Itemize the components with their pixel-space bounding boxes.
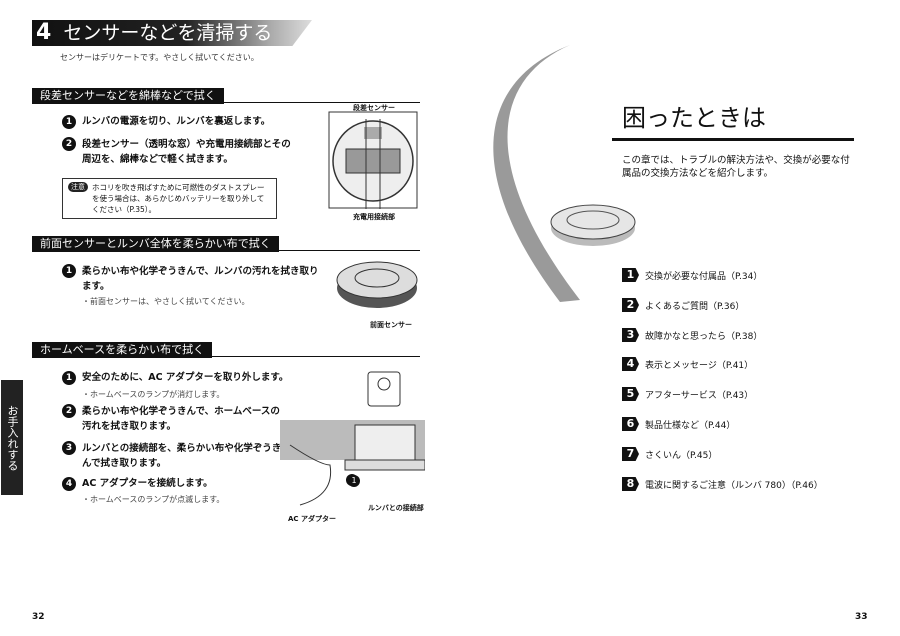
step-number: 3: [62, 441, 76, 455]
step-number: 2: [62, 404, 76, 418]
toc-item[interactable]: 8 電波に関するご注意（ルンバ 780）（P.46）: [622, 477, 823, 491]
section-title: 前面センサーとルンバ全体を柔らかい布で拭く: [32, 236, 279, 252]
toc-text: 電波に関するご注意（ルンバ 780）（P.46）: [645, 480, 823, 491]
section-title: 段差センサーなどを綿棒などで拭く: [32, 88, 224, 104]
step-note: ・ホームベースのランプが点滅します。: [82, 495, 225, 504]
step: 4 AC アダプターを接続します。: [62, 476, 213, 491]
roomba-illustration: [550, 204, 636, 246]
step-number: 2: [62, 137, 76, 151]
caution-text: ホコリを吹き飛ばすために可燃性のダストスプレーを使う場合は、あらかじめバッテリー…: [92, 183, 265, 214]
step-text: ルンバとの接続部を、柔らかい布や化学ぞうきんで拭き取ります。: [82, 443, 282, 469]
chapter-header: 4 センサーなどを清掃する: [32, 20, 312, 46]
section-title: ホームベースを柔らかい布で拭く: [32, 342, 213, 358]
toc-text: アフターサービス（P.43）: [645, 390, 754, 401]
toc-number: 2: [622, 298, 639, 312]
step-text: 柔らかい布や化学ぞうきんで、ルンバの汚れを拭き取ります。: [82, 266, 319, 292]
step: 1 安全のために、AC アダプターを取り外します。: [62, 370, 288, 385]
step: 1 柔らかい布や化学ぞうきんで、ルンバの汚れを拭き取ります。: [62, 264, 327, 294]
page-number: 33: [855, 612, 868, 622]
step-number: 1: [62, 114, 76, 129]
toc-text: 故障かなと思ったら（P.38）: [645, 331, 763, 342]
toc-number: 3: [622, 328, 639, 342]
toc-item[interactable]: 1 交換が必要な付属品（P.34）: [622, 268, 762, 282]
chapter-intro: この章では、トラブルの解決方法や、交換が必要な付属品の交換方法などを紹介します。: [622, 155, 850, 179]
roomba-bottom-illustration: [328, 111, 418, 209]
swoosh-graphic: [493, 45, 580, 302]
toc-text: さくいん（P.45）: [645, 450, 718, 461]
divider: [32, 356, 420, 357]
caution-box: 注意 ホコリを吹き飛ばすために可燃性のダストスプレーを使う場合は、あらかじめバッ…: [62, 178, 277, 219]
step: 3 ルンバとの接続部を、柔らかい布や化学ぞうきんで拭き取ります。: [62, 441, 282, 471]
label-front-sensor: 前面センサー: [370, 321, 412, 329]
chapter-title: センサーなどを清掃する: [63, 22, 273, 44]
toc-item[interactable]: 7 さくいん（P.45）: [622, 447, 717, 461]
chapter-number: 4: [36, 20, 52, 45]
step-number: 1: [62, 264, 76, 278]
roomba-top-illustration: [336, 261, 418, 308]
toc-text: 表示とメッセージ（P.41）: [645, 360, 754, 371]
toc-item[interactable]: 5 アフターサービス（P.43）: [622, 387, 753, 401]
page-number: 32: [32, 612, 45, 622]
label-charging-contacts: 充電用接続部: [353, 213, 395, 221]
divider: [32, 102, 420, 103]
toc-item[interactable]: 3 故障かなと思ったら（P.38）: [622, 328, 762, 342]
title-rule: [612, 138, 854, 141]
toc-item[interactable]: 4 表示とメッセージ（P.41）: [622, 357, 753, 371]
toc-text: 交換が必要な付属品（P.34）: [645, 271, 763, 282]
caution-badge: 注意: [68, 182, 88, 192]
step-note: ・ホームベースのランプが消灯します。: [82, 390, 225, 399]
toc-text: よくあるご質問（P.36）: [645, 301, 745, 312]
step-number: 4: [62, 476, 76, 491]
step-text: ルンバの電源を切り、ルンバを裏返します。: [82, 116, 271, 127]
step-text: 段差センサー（透明な窓）や充電用接続部とその周辺を、綿棒などで軽く拭きます。: [82, 139, 291, 165]
toc-number: 4: [622, 357, 639, 371]
intro-text: センサーはデリケートです。やさしく拭いてください。: [60, 53, 259, 62]
label-cliff-sensor: 段差センサー: [353, 104, 395, 112]
toc-number: 5: [622, 387, 639, 401]
toc-number: 6: [622, 417, 639, 431]
step: 2 段差センサー（透明な窓）や充電用接続部とその周辺を、綿棒などで軽く拭きます。: [62, 137, 292, 167]
side-tab[interactable]: お手入れする: [1, 380, 23, 495]
toc-item[interactable]: 2 よくあるご質問（P.36）: [622, 298, 744, 312]
step-text: AC アダプターを接続します。: [82, 478, 213, 489]
step: 2 柔らかい布や化学ぞうきんで、ホームベースの汚れを拭き取ります。: [62, 404, 282, 434]
step-text: 安全のために、AC アダプターを取り外します。: [82, 372, 289, 383]
step-number: 1: [62, 370, 76, 385]
toc-number: 1: [622, 268, 639, 282]
toc-number: 8: [622, 477, 639, 491]
step-text: 柔らかい布や化学ぞうきんで、ホームベースの汚れを拭き取ります。: [82, 406, 280, 432]
callout-number: 1: [348, 475, 360, 487]
label-roomba-contacts: ルンバとの接続部: [368, 504, 424, 512]
toc-item[interactable]: 6 製品仕様など（P.44）: [622, 417, 735, 431]
step-note: ・前面センサーは、やさしく拭いてください。: [82, 297, 250, 306]
step: 1 ルンバの電源を切り、ルンバを裏返します。: [62, 114, 270, 129]
toc-text: 製品仕様など（P.44）: [645, 420, 736, 431]
page-title: 困ったときは: [622, 104, 766, 132]
label-ac-adapter: AC アダプター: [288, 515, 336, 523]
toc-number: 7: [622, 447, 639, 461]
home-base-illustration: [280, 371, 425, 506]
